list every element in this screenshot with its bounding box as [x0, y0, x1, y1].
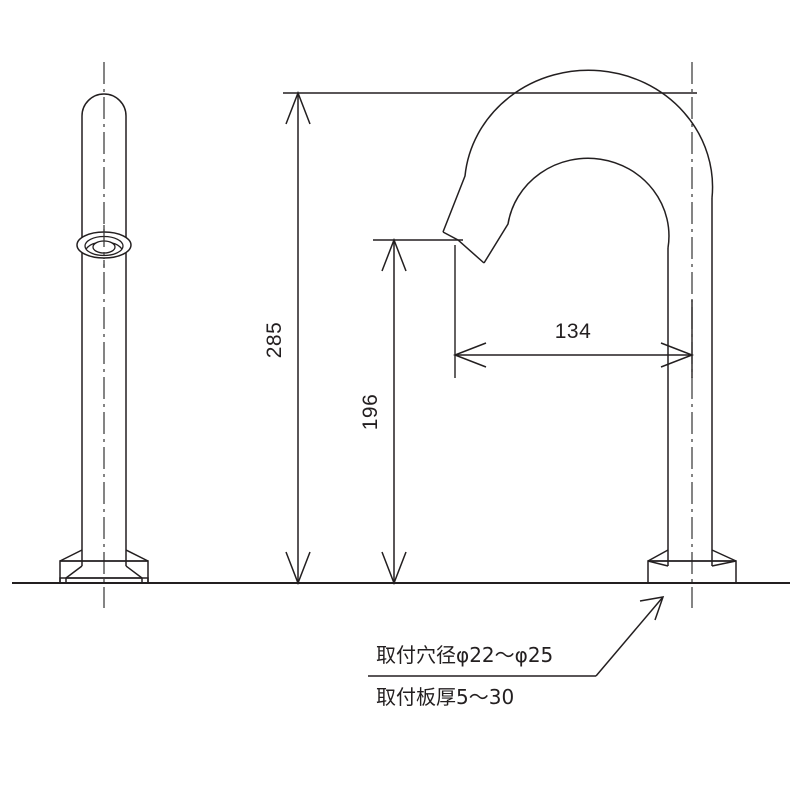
dimension-label-196: 196 [359, 394, 382, 431]
note-mounting-plate-thickness: 取付板厚5〜30 [376, 685, 514, 709]
right-column-base-flange [647, 549, 737, 583]
right-column-body [667, 198, 713, 566]
dimension-overall-height: 285 [263, 90, 697, 586]
left-column-body [81, 93, 127, 566]
dimension-label-134: 134 [555, 320, 592, 343]
gooseneck-spout-inner [483, 157, 670, 264]
note-block: 取付穴径φ22〜φ25 取付板厚5〜30 [376, 643, 553, 709]
left-column-base-plinth [59, 549, 149, 583]
sensor-ring [76, 225, 132, 268]
dimension-label-285: 285 [263, 322, 286, 359]
note-mounting-hole-diameter: 取付穴径φ22〜φ25 [376, 643, 553, 667]
note-leader-line [368, 596, 665, 677]
spout-outlet-tip [442, 231, 485, 264]
dimension-outlet-height: 196 [359, 237, 463, 586]
gooseneck-spout-outer [442, 69, 714, 233]
dimension-spout-reach: 134 [452, 245, 695, 378]
side-view-left [59, 62, 149, 608]
